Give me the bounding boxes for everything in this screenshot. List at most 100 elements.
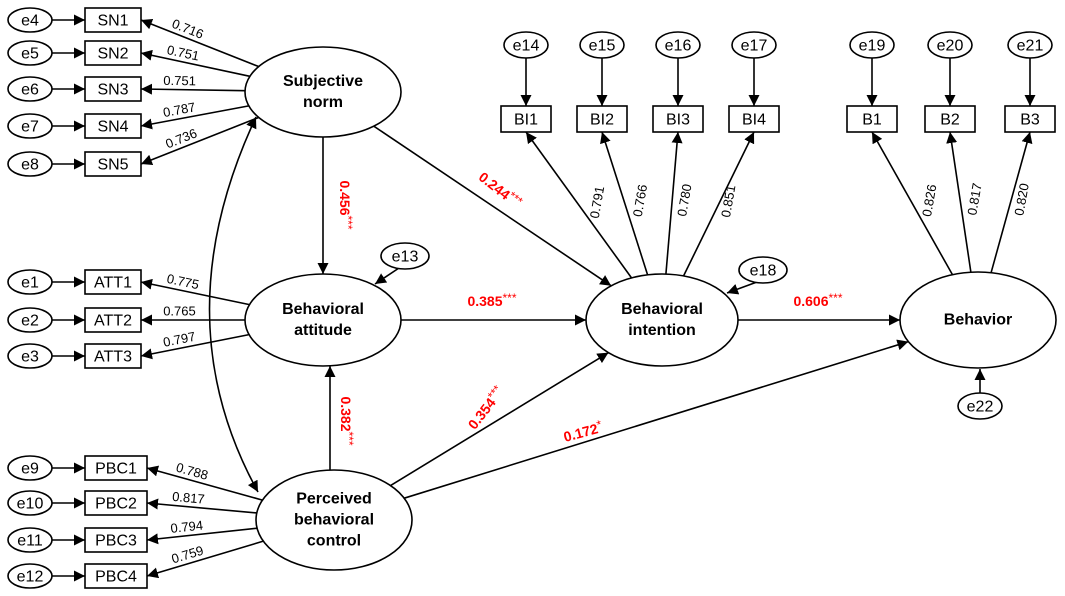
construct-sn xyxy=(244,46,402,138)
indicator-label: SN5 xyxy=(97,157,128,174)
construct-label: Behavioral xyxy=(621,301,703,318)
indicator-label: PBC2 xyxy=(95,496,137,513)
indicator-att2 xyxy=(84,307,142,333)
path-coef-bi-b: 0.606*** xyxy=(793,291,842,309)
indicator-sn4 xyxy=(84,113,142,139)
loading-label: 0.766 xyxy=(630,183,650,218)
error-e11 xyxy=(7,527,53,553)
error-e4 xyxy=(7,7,53,33)
loading-label: 0.817 xyxy=(172,489,206,507)
b-loading-arrow-2 xyxy=(946,131,972,273)
path-coef-pbc-b: 0.172* xyxy=(561,417,604,445)
error-label: e12 xyxy=(17,569,44,586)
indicator-label: PBC4 xyxy=(95,569,137,586)
indicator-sn5 xyxy=(84,151,142,177)
error-e6 xyxy=(7,76,53,102)
path-coefficient: 0.172 xyxy=(562,420,600,445)
att-loading-arrow-3 xyxy=(140,333,250,360)
error-label: e8 xyxy=(21,157,39,174)
indicator-label: ATT3 xyxy=(94,349,132,366)
error-e15 xyxy=(579,31,625,59)
error-e1 xyxy=(7,269,53,295)
indicator-label: B3 xyxy=(1020,112,1040,129)
loading-label: 0.851 xyxy=(718,184,738,219)
path-arrow-pbc-bi xyxy=(390,351,609,487)
indicator-label: SN4 xyxy=(97,119,128,136)
indicator-bi3 xyxy=(652,105,704,133)
disturbance-label: e22 xyxy=(967,399,994,416)
error-e17 xyxy=(731,31,777,59)
indicator-bi1 xyxy=(500,105,552,133)
significance-stars: *** xyxy=(342,432,356,446)
disturbance-arrow-bi xyxy=(726,281,758,295)
loading-label: 0.787 xyxy=(162,99,197,120)
construct-pbc xyxy=(255,469,413,571)
significance-stars: * xyxy=(595,417,603,432)
error-label: e21 xyxy=(1017,38,1044,55)
indicator-pbc3 xyxy=(84,527,148,553)
construct-label: norm xyxy=(303,94,343,111)
error-e8 xyxy=(7,151,53,177)
error-label: e4 xyxy=(21,13,39,30)
significance-stars: *** xyxy=(341,216,355,230)
indicator-label: PBC3 xyxy=(95,533,137,550)
indicator-bi4 xyxy=(728,105,780,133)
loading-label: 0.791 xyxy=(587,185,607,220)
error-e2 xyxy=(7,307,53,333)
error-label: e5 xyxy=(21,46,39,63)
path-coef-pbc-att: 0.382*** xyxy=(338,396,356,445)
indicator-b1 xyxy=(846,105,898,133)
disturbance-label: e13 xyxy=(392,249,419,266)
error-e10 xyxy=(7,490,53,516)
construct-label: attitude xyxy=(294,322,352,339)
disturbance-arrow-att xyxy=(374,267,400,285)
indicator-label: B2 xyxy=(940,112,960,129)
pbc-loading-arrow-2 xyxy=(146,498,257,514)
indicator-label: PBC1 xyxy=(95,461,137,478)
error-e7 xyxy=(7,113,53,139)
error-e19 xyxy=(849,31,895,59)
path-coef-att-bi: 0.385*** xyxy=(467,291,516,309)
error-label: e2 xyxy=(21,313,39,330)
bi-loading-arrow-1 xyxy=(525,131,633,279)
path-coef-pbc-bi: 0.354*** xyxy=(463,382,508,432)
indicator-pbc2 xyxy=(84,490,148,516)
sn-loading-arrow-2 xyxy=(140,49,251,78)
loading-label: 0.751 xyxy=(166,42,201,63)
loading-label: 0.788 xyxy=(174,460,209,483)
construct-att xyxy=(244,273,402,367)
significance-stars: *** xyxy=(829,291,843,305)
path-coef-sn-bi: 0.244*** xyxy=(476,167,526,212)
indicator-label: ATT1 xyxy=(94,275,132,292)
loading-label: 0.775 xyxy=(166,271,201,292)
construct-label: Perceived xyxy=(296,491,372,508)
error-label: e3 xyxy=(21,349,39,366)
disturbance-e18 xyxy=(738,256,788,284)
bi-loading-arrow-3 xyxy=(665,131,683,275)
error-label: e20 xyxy=(937,38,964,55)
sn-loading-arrow-3 xyxy=(140,83,246,95)
loading-label: 0.817 xyxy=(964,182,984,217)
loading-label: 0.780 xyxy=(674,183,694,218)
indicator-pbc1 xyxy=(84,455,148,481)
error-e20 xyxy=(927,31,973,59)
indicator-label: BI2 xyxy=(590,112,614,129)
bi-loading-arrow-2 xyxy=(600,131,649,276)
loading-label: 0.797 xyxy=(162,329,197,350)
significance-stars: *** xyxy=(503,291,517,305)
construct-b xyxy=(899,271,1057,369)
error-label: e7 xyxy=(21,119,39,136)
construct-label: Behavioral xyxy=(282,301,364,318)
indicator-b3 xyxy=(1004,105,1056,133)
construct-label: Subjective xyxy=(283,73,363,90)
path-coef-sn-att: 0.456*** xyxy=(337,180,355,229)
loading-label: 0.826 xyxy=(919,183,939,218)
error-e3 xyxy=(7,343,53,369)
error-label: e11 xyxy=(17,533,43,550)
loading-label: 0.759 xyxy=(170,543,205,567)
error-e16 xyxy=(655,31,701,59)
disturbance-label: e18 xyxy=(750,263,777,280)
pbc-loading-arrow-1 xyxy=(146,465,263,501)
indicator-b2 xyxy=(924,105,976,133)
indicator-att3 xyxy=(84,343,142,369)
